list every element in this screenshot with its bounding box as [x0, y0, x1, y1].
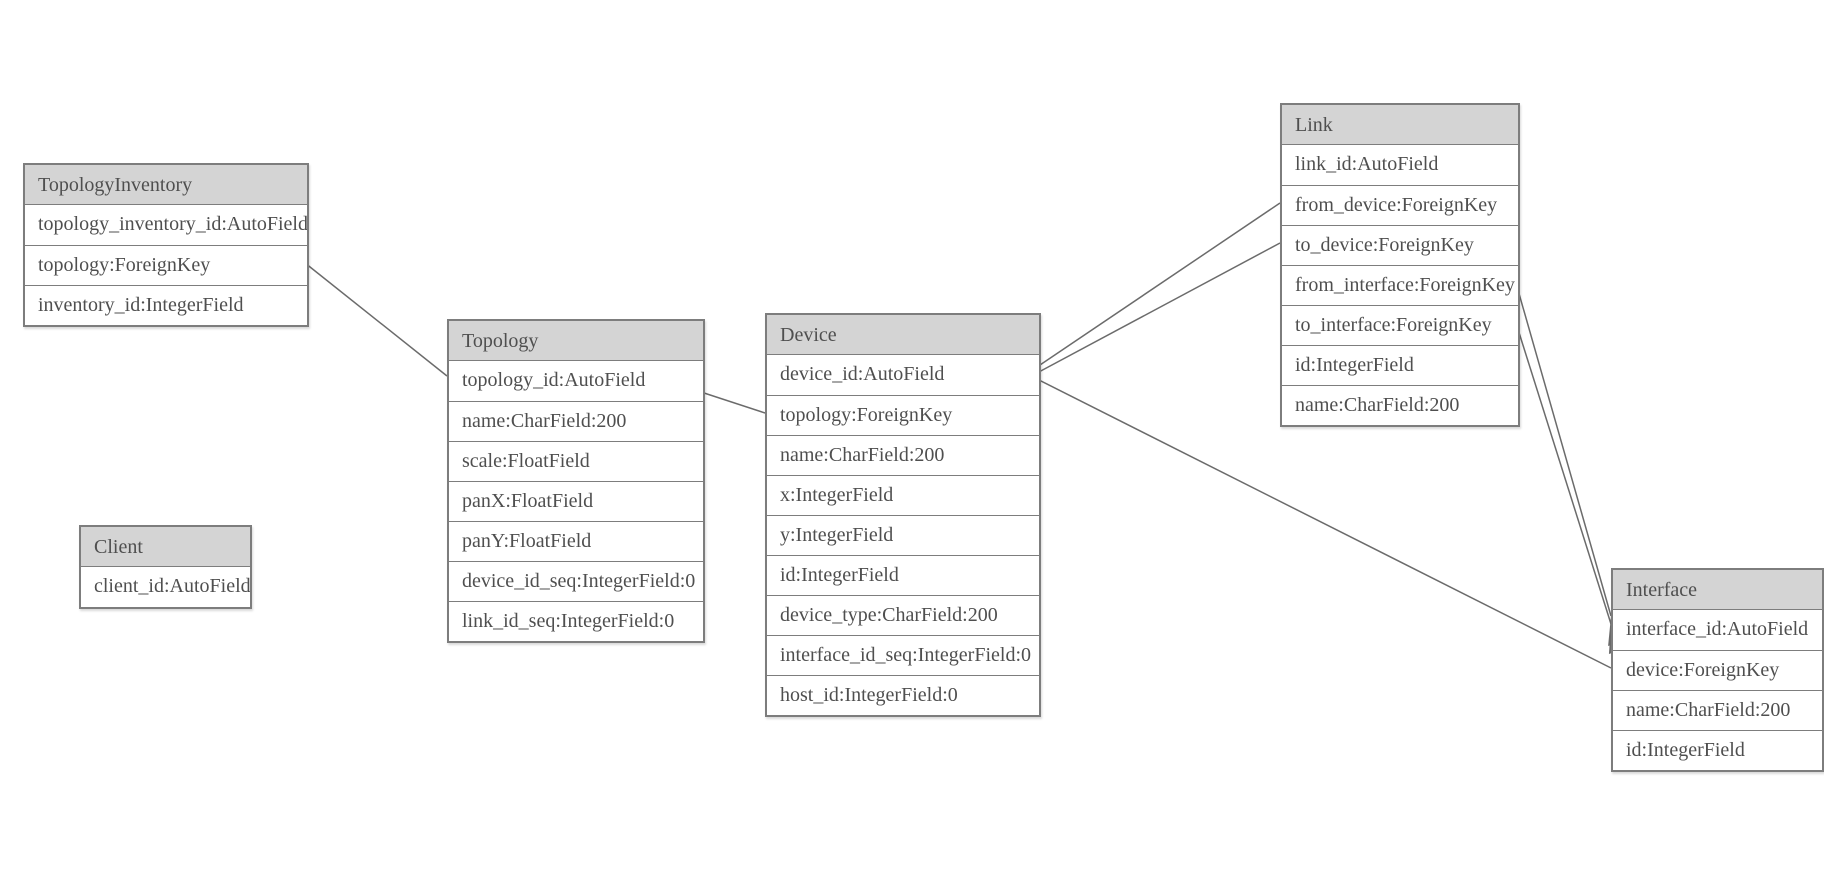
edge-link-to-device: [1007, 242, 1281, 396]
field-row-scale: scale:FloatField: [449, 441, 703, 481]
field-row-panY: panY:FloatField: [449, 521, 703, 561]
edge-link-to-interface: [1515, 322, 1630, 655]
entity-link[interactable]: Link link_id:AutoField from_device:Foreign…: [1280, 103, 1520, 427]
field-row-device: device:ForeignKey: [1613, 650, 1822, 690]
field-row-id: id:IntegerField: [1613, 730, 1822, 770]
field-row-name: name:CharField:200: [1282, 385, 1518, 425]
entity-title-link: Link: [1282, 105, 1518, 145]
field-row-interface_id: interface_id:AutoField: [1626, 618, 1809, 640]
entity-topology[interactable]: Topology topology_id:AutoField name:CharFi…: [447, 319, 705, 643]
entity-client[interactable]: Client client_id:AutoField: [79, 525, 252, 609]
entity-title-interface: Interface: [1613, 570, 1822, 610]
field-row-id: id:IntegerField: [1282, 345, 1518, 385]
field-row-from_device: from_device:ForeignKey: [1282, 185, 1518, 225]
field-row-name: name:CharField:200: [1613, 690, 1822, 730]
entity-title-topologyinventory: TopologyInventory: [25, 165, 307, 205]
field-row-to_device: to_device:ForeignKey: [1282, 225, 1518, 265]
field-row-panX: panX:FloatField: [449, 481, 703, 521]
field-row-from_interface: from_interface:ForeignKey: [1282, 265, 1518, 305]
entity-title-topology: Topology: [449, 321, 703, 361]
field-row-link_id: link_id:AutoField: [1295, 153, 1439, 175]
entity-topologyinventory[interactable]: TopologyInventory topology_inventory_id:A…: [23, 163, 309, 327]
entity-title-device: Device: [767, 315, 1039, 355]
entity-interface[interactable]: Interface interface_id:AutoField device:Fo…: [1611, 568, 1824, 772]
edge-device-topology: [670, 372, 766, 414]
entity-title-client: Client: [81, 527, 250, 567]
field-row-inventory_id: inventory_id:IntegerField: [25, 285, 307, 325]
field-row-device_id: device_id:AutoField: [780, 363, 945, 385]
field-row-topology: topology:ForeignKey: [767, 395, 1039, 435]
field-row-client_id: client_id:AutoField: [94, 575, 250, 597]
field-row-to_interface: to_interface:ForeignKey: [1282, 305, 1518, 345]
field-row-host_id: host_id:IntegerField:0: [767, 675, 1039, 715]
field-row-link_id_seq: link_id_seq:IntegerField:0: [449, 601, 703, 641]
field-row-name: name:CharField:200: [767, 435, 1039, 475]
field-row-device_type: device_type:CharField:200: [767, 595, 1039, 635]
edge-link-from-interface: [1515, 282, 1630, 646]
field-row-x: x:IntegerField: [767, 475, 1039, 515]
entity-device[interactable]: Device device_id:AutoField topology:Foreig…: [765, 313, 1041, 717]
edge-interface-device: [1007, 356, 1612, 669]
field-row-id: id:IntegerField: [767, 555, 1039, 595]
field-row-topology: topology:ForeignKey: [25, 245, 307, 285]
field-row-interface_id_seq: interface_id_seq:IntegerField:0: [767, 635, 1039, 675]
edge-link-from-device: [1007, 202, 1281, 392]
edge-topologyinventory-topology: [304, 262, 476, 403]
field-row-topology_inventory_id: topology_inventory_id:AutoField: [38, 213, 307, 235]
field-row-device_id_seq: device_id_seq:IntegerField:0: [449, 561, 703, 601]
field-row-name: name:CharField:200: [449, 401, 703, 441]
field-row-y: y:IntegerField: [767, 515, 1039, 555]
field-row-topology_id: topology_id:AutoField: [462, 369, 646, 391]
